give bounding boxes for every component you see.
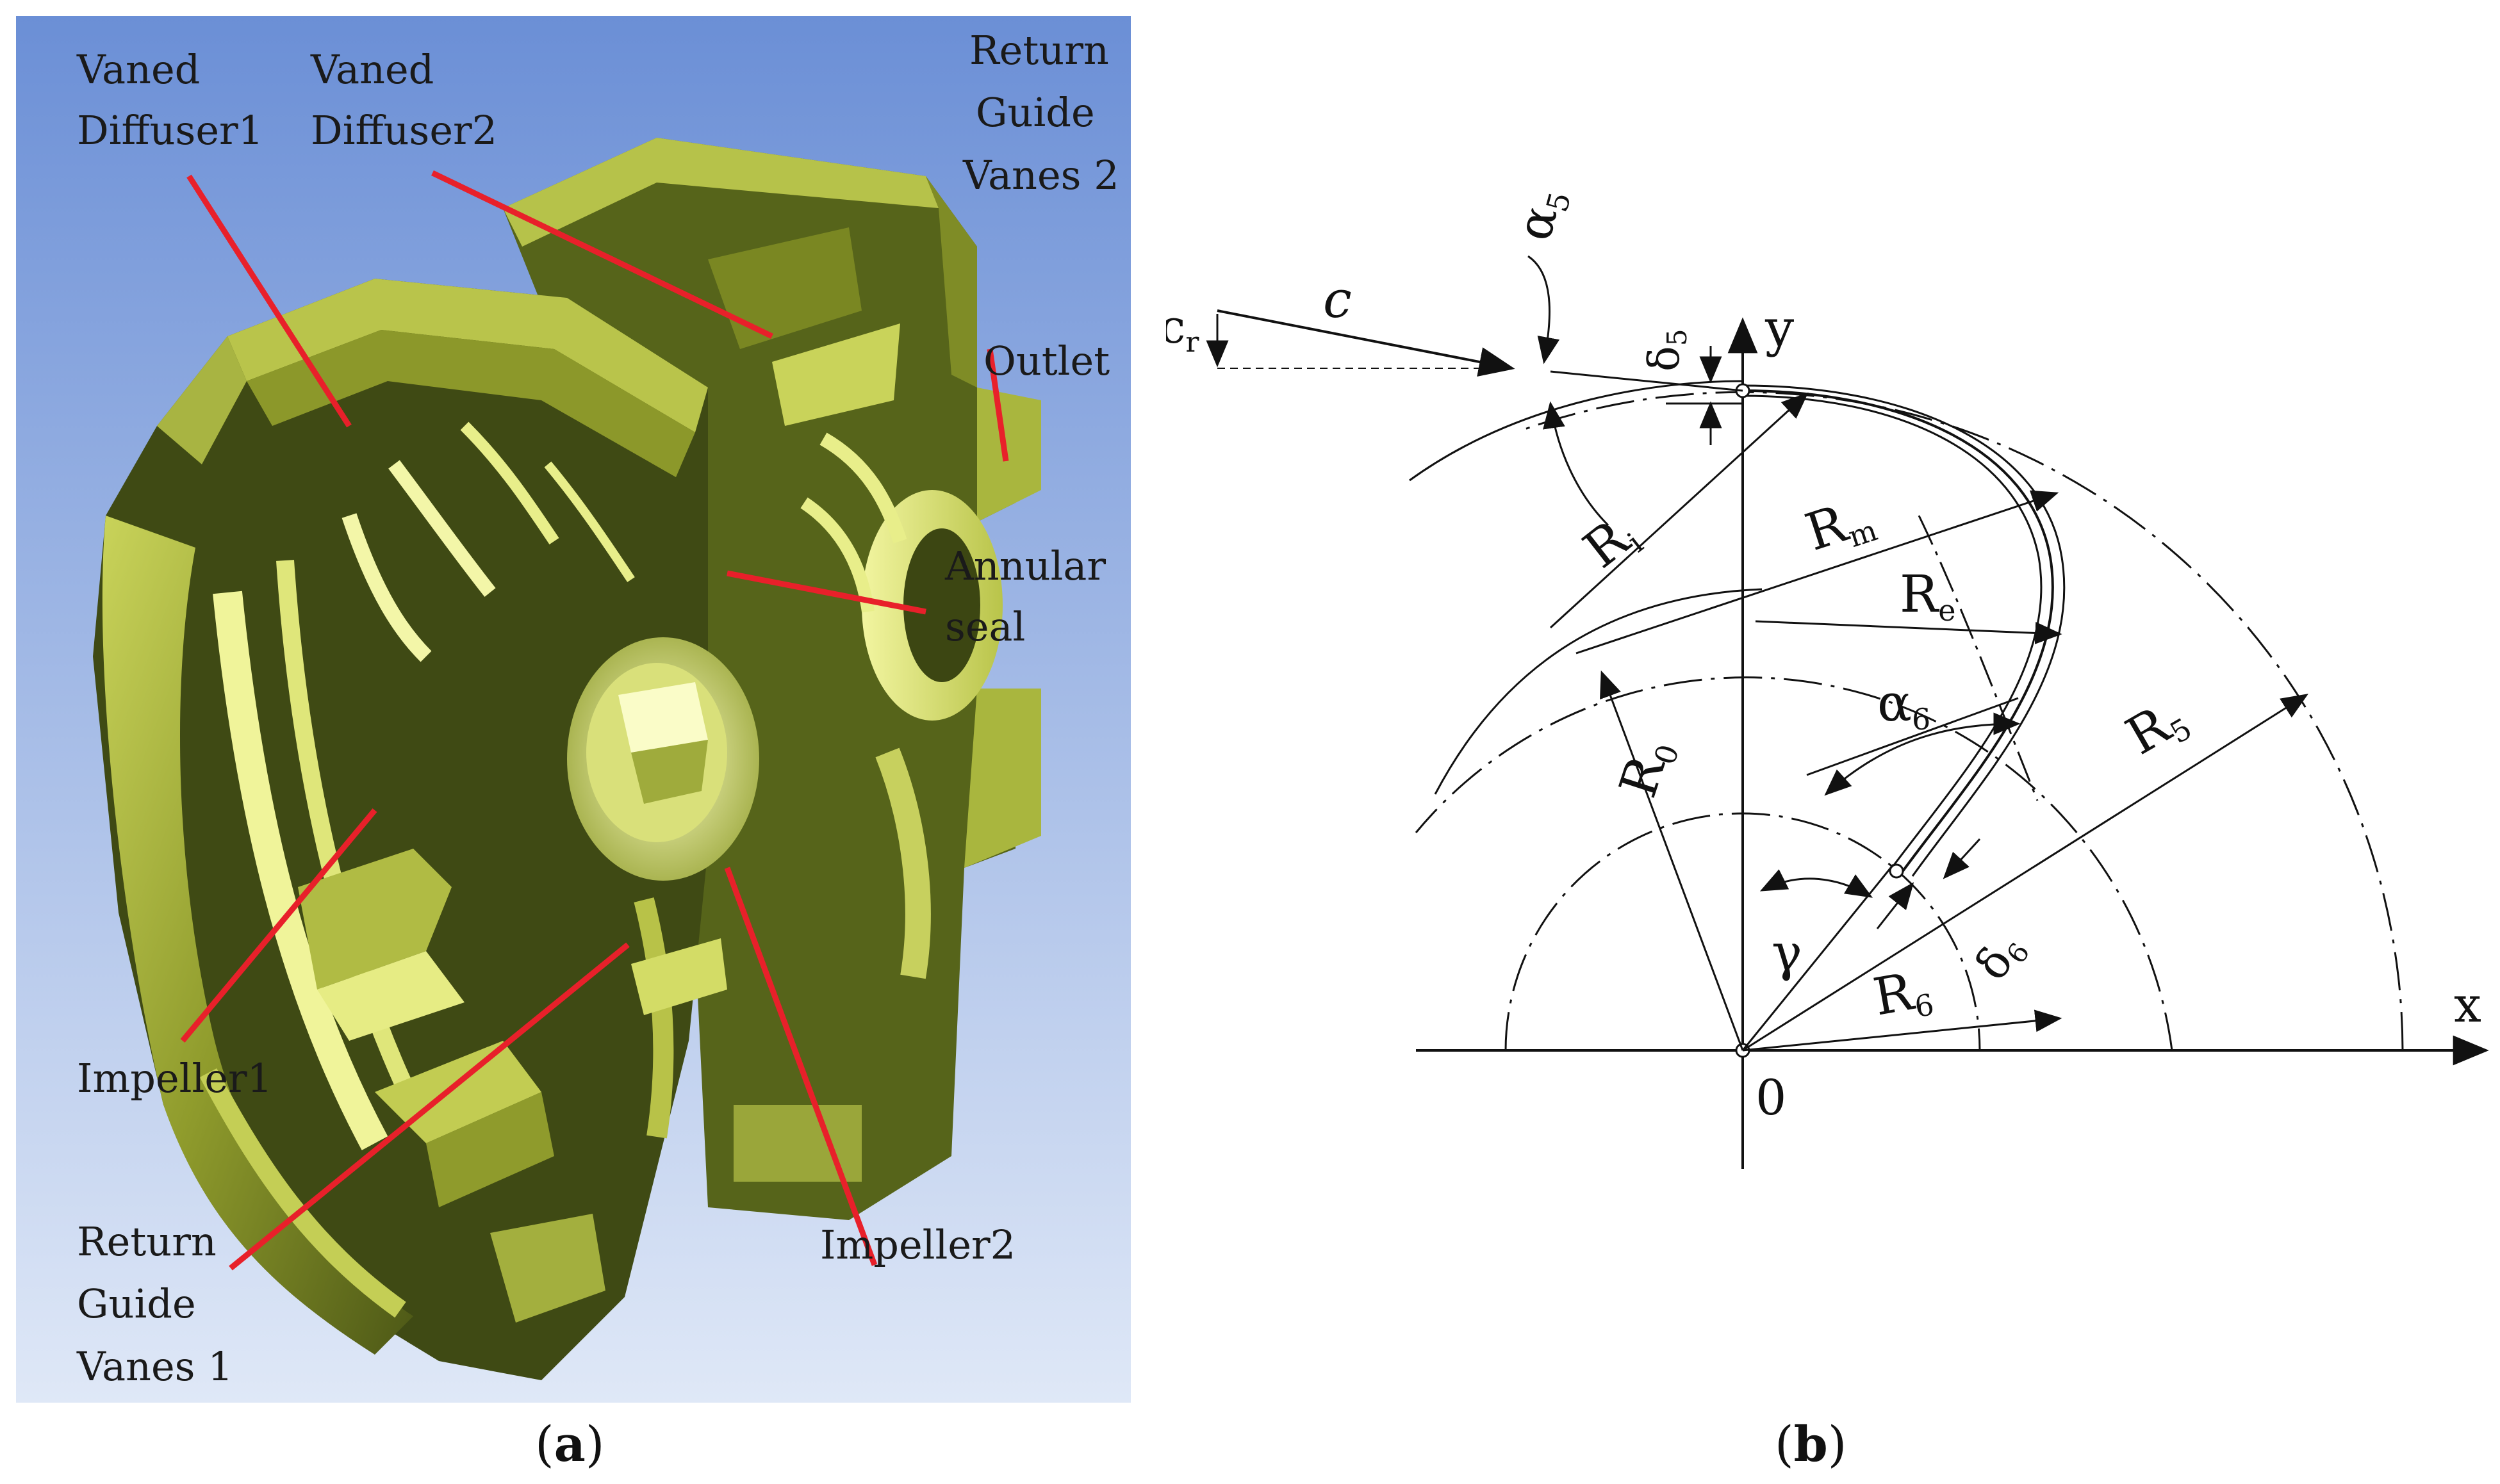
sym-x: x [2454,976,2481,1033]
sym-cr: cr [1166,300,1199,359]
sym-cr-sub: r [1185,326,1199,359]
leader-impeller2 [724,867,878,1266]
sym-r6: R6 [1869,959,1936,1031]
leader-vaned-diffuser2 [431,170,773,339]
vane-geometry-diagram: c cr α5 δ5 y x 0 Ri Rm Re R0 α6 R5 γ δ6 … [1160,181,2489,1169]
arc-rm-center [1434,588,1763,795]
arc-r0 [1415,676,2173,1051]
sym-y: y [1764,298,1794,358]
arc-r5 [1524,391,2404,1051]
leader-lines [180,170,1009,1271]
label-annular-seal-line2: seal [945,603,1025,650]
radius-r6 [1742,1009,2062,1052]
label-return-guide-vanes2-line3: Vanes 2 [962,152,1119,199]
sym-alpha6-main: α [1877,673,1912,733]
label-impeller2: Impeller2 [820,1221,1016,1268]
radius-rm [1575,490,2059,655]
label-vaned-diffuser1-line2: Diffuser1 [77,107,263,154]
label-annular-seal-line1: Annular [944,542,1106,589]
velocity-c-arrow [1217,309,1515,377]
arc-ri [1409,380,1743,482]
vane-outer-line [1742,384,2066,877]
caption-b-letter: b [1793,1415,1828,1472]
sym-re: Re [1900,564,1955,628]
sym-gamma: γ [1772,923,1802,983]
radius-ri [1549,392,1809,629]
sym-delta5: δ5 [1640,329,1693,371]
radius-r0 [1600,670,1744,1051]
sym-alpha6: α6 [1877,673,1930,737]
rear-stage [503,138,1041,1220]
caption-a: (a) [535,1415,605,1472]
leader-vaned-diffuser1 [186,174,352,428]
leader-impeller1 [180,808,377,1043]
sym-delta5-main: δ [1640,346,1689,371]
sym-rm: Rm [1798,485,1881,566]
vane-end-point [1889,863,1904,879]
pump-cutaway-render: Vaned Diffuser1 Vaned Diffuser2 Return G… [16,16,1131,1403]
leader-return-guide-vanes1 [229,942,630,1271]
sym-origin: 0 [1756,1069,1786,1126]
sym-alpha5: α5 [1505,181,1578,247]
vane-dashdot [1918,515,2039,801]
sym-delta5-sub: 5 [1661,329,1693,347]
sym-cr-main: c [1166,300,1185,354]
radius-re [1755,620,2062,644]
sym-delta6: δ6 [1965,923,2036,991]
label-vaned-diffuser2-line1: Vaned [310,46,434,93]
gamma-arc [1759,869,1873,898]
alpha5-arc [1527,255,1560,364]
symbol-labels: c cr α5 δ5 y x 0 Ri Rm Re R0 α6 R5 γ δ6 … [1160,181,2481,1126]
radius-to-vane-end [1741,864,1895,1051]
sym-alpha6-sub: 6 [1912,702,1930,737]
radius-r5 [1742,694,2308,1052]
label-return-guide-vanes1-line3: Vanes 1 [76,1343,233,1390]
panel-b-diagram: c cr α5 δ5 y x 0 Ri Rm Re R0 α6 R5 γ δ6 … [1160,160,2500,1185]
arc-r6 [1504,812,1981,1051]
sym-re-main: R [1900,564,1940,624]
label-return-guide-vanes2-line1: Return [969,27,1109,74]
sym-c: c [1323,270,1352,329]
inlet-tangent [1550,370,1743,392]
sym-r6-main: R [1869,961,1919,1027]
sym-re-sub: e [1938,593,1955,628]
sym-ri: Ri [1572,503,1649,583]
label-return-guide-vanes2-line2: Guide [976,89,1095,136]
alpha5-lower-arc [1543,401,1609,526]
label-impeller1: Impeller1 [77,1055,272,1102]
alpha6-arc [1824,712,2021,796]
diagram-lines [1206,255,2489,1169]
label-return-guide-vanes1-line1: Return [77,1218,217,1265]
front-stage [93,279,759,1380]
caption-b: (b) [1775,1415,1847,1472]
label-return-guide-vanes1-line2: Guide [77,1280,196,1327]
leader-outlet [987,348,1009,462]
sym-r5: R5 [2116,686,2198,769]
leader-annular-seal [727,570,926,615]
label-vaned-diffuser2-line2: Diffuser2 [311,107,497,154]
panel-a-render: Vaned Diffuser1 Vaned Diffuser2 Return G… [16,16,1131,1403]
sym-r0: R0 [1608,731,1686,806]
label-vaned-diffuser1-line1: Vaned [76,46,200,93]
label-outlet: Outlet [983,338,1110,384]
delta6-arrow-a [1876,882,1914,929]
caption-a-letter: a [554,1415,586,1472]
delta6-arrow-b [1943,838,1981,879]
